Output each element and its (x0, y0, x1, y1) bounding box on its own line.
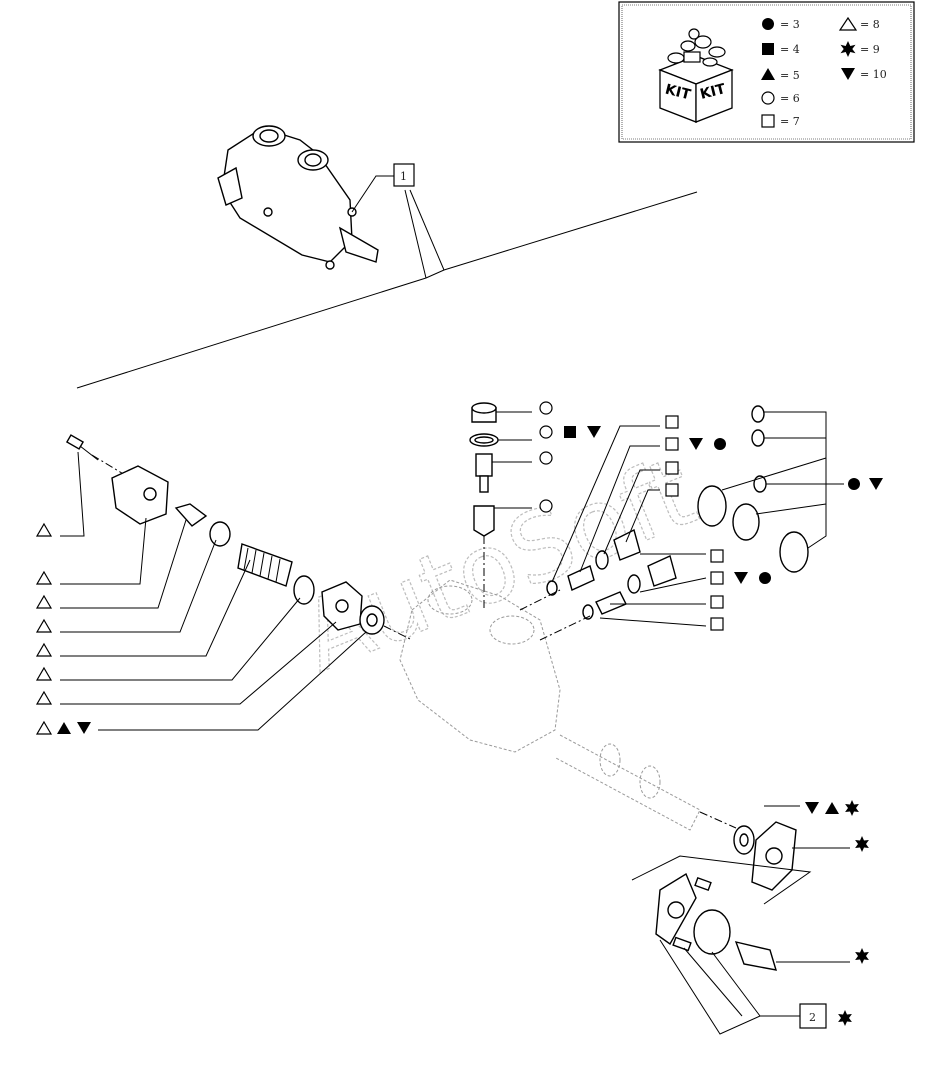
hollow-triangle-up-icon (35, 522, 53, 537)
svg-text:= 3: = 3 (780, 18, 800, 31)
legend-entry-8: = 8 (838, 16, 880, 31)
hollow-triangle-up-icon (838, 16, 858, 31)
filled-triangle-down-icon (734, 572, 748, 584)
kit-crate-icon: KIT KIT (658, 28, 734, 123)
hollow-square-icon (710, 549, 724, 563)
ref-box-2-label: 2 (809, 1011, 816, 1024)
hollow-square-icon (710, 571, 724, 585)
filled-triangle-down-icon (805, 802, 819, 814)
hollow-square-icon (665, 461, 679, 475)
top-spool-parts (469, 402, 499, 610)
ref-box-2 (799, 1003, 827, 1029)
legend-entry-9: = 9 (840, 41, 880, 57)
filled-circle-icon (759, 572, 771, 584)
filled-circle-icon (762, 18, 774, 30)
hollow-square-icon (665, 437, 679, 451)
kit-legend: KIT KIT = 3 = 4 = 5 = 6 = 7 = 8 (618, 1, 915, 143)
legend-entry-7: = 7 (761, 114, 800, 128)
ref-box-2-group: 2 (799, 1003, 827, 1029)
filled-star-icon (845, 800, 859, 816)
filled-triangle-up-icon (57, 722, 71, 734)
hollow-triangle-up-icon (35, 594, 53, 609)
hollow-square-icon (710, 595, 724, 609)
hollow-circle-icon (761, 91, 775, 105)
bottom-flange-parts (631, 811, 812, 971)
valve-assembly-illustration: 1 (217, 125, 415, 270)
legend-entry-10: = 10 (841, 68, 887, 81)
hollow-circle-icon (539, 499, 553, 513)
hollow-triangle-up-icon (35, 642, 53, 657)
hollow-triangle-up-icon (35, 720, 53, 735)
hollow-circle-icon (539, 401, 553, 415)
filled-circle-icon (714, 438, 726, 450)
left-parts-stack (65, 434, 413, 641)
svg-text:= 5: = 5 (780, 69, 800, 82)
filled-star-icon (855, 836, 869, 852)
kit-label-right: KIT (698, 81, 727, 103)
callout-symbols (35, 401, 883, 1026)
filled-star-icon (855, 948, 869, 964)
hollow-square-icon (665, 483, 679, 497)
svg-text:= 4: = 4 (780, 43, 800, 56)
filled-triangle-down-icon (869, 478, 883, 490)
legend-entry-3: = 3 (762, 18, 800, 31)
hollow-square-icon (761, 114, 775, 128)
bolt-part (65, 434, 99, 461)
break-line (76, 189, 698, 389)
legend-entry-5: = 5 (761, 68, 800, 82)
spring-seat (174, 503, 208, 527)
filled-triangle-down-icon (587, 426, 601, 438)
filled-star-icon (838, 1010, 852, 1026)
filled-square-icon (564, 426, 576, 438)
filled-triangle-down-icon (841, 68, 855, 80)
filled-square-icon (762, 43, 774, 55)
svg-text:= 10: = 10 (860, 68, 887, 81)
hollow-triangle-up-icon (35, 690, 53, 705)
ref-box-1-label: 1 (400, 170, 407, 183)
filled-circle-icon (848, 478, 860, 490)
filled-triangle-up-icon (761, 68, 775, 80)
hollow-triangle-up-icon (35, 618, 53, 633)
svg-text:= 7: = 7 (780, 115, 800, 128)
hollow-triangle-up-icon (35, 570, 53, 585)
filled-star-icon (840, 41, 856, 57)
callout-leaders (60, 411, 850, 1035)
middle-plug-parts (519, 528, 677, 641)
end-cap (111, 465, 169, 525)
hollow-circle-icon (539, 425, 553, 439)
legend-entry-6: = 6 (761, 91, 800, 105)
ref-box-1 (393, 163, 415, 187)
filled-triangle-up-icon (825, 802, 839, 814)
spring-part (237, 543, 293, 587)
hollow-square-icon (665, 415, 679, 429)
svg-text:= 6: = 6 (780, 92, 800, 105)
legend-entry-4: = 4 (762, 43, 800, 56)
seal-rings (697, 405, 844, 573)
filled-triangle-down-icon (689, 438, 703, 450)
filled-triangle-down-icon (77, 722, 91, 734)
valve-body-outline (399, 579, 701, 831)
hollow-circle-icon (539, 451, 553, 465)
kit-label-left: KIT (663, 82, 692, 104)
watermark-text: AutoSoft (286, 435, 710, 693)
svg-text:= 9: = 9 (860, 43, 880, 56)
svg-text:= 8: = 8 (860, 18, 880, 31)
hollow-triangle-up-icon (35, 666, 53, 681)
hollow-square-icon (710, 617, 724, 631)
